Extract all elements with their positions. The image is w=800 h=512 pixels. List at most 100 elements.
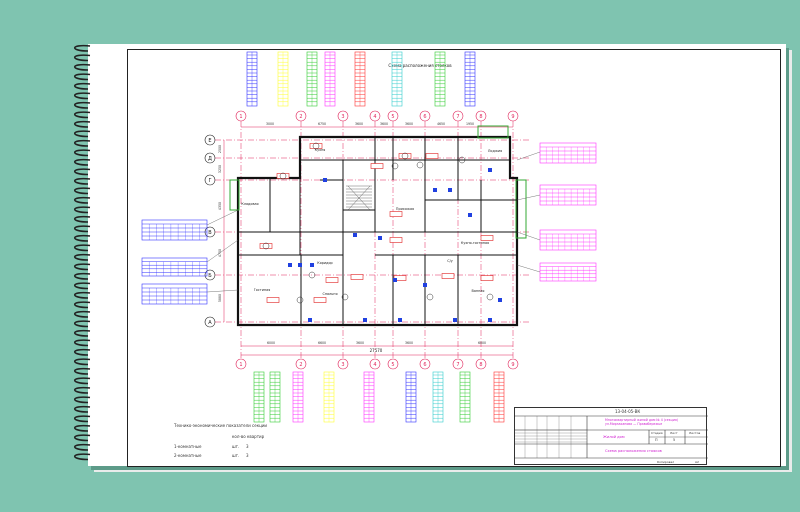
riser-pipe: [288, 263, 292, 267]
axis-label-bottom: 8: [479, 362, 482, 368]
axis-label-side: Д: [208, 156, 212, 162]
riser-pipe: [398, 318, 402, 322]
dimension-top: 3000: [266, 122, 274, 126]
notes-row2-label: 2-комнатные: [174, 453, 202, 458]
riser-schedule-bottom: [459, 371, 471, 423]
spiral-ring: [73, 453, 91, 461]
dimension-top: 1950: [466, 122, 474, 126]
axis-label-top: 7: [456, 114, 459, 120]
riser-schedule-bottom: [363, 371, 375, 423]
spiral-ring: [73, 329, 91, 337]
riser-tag: [266, 297, 280, 303]
tb-stage: П: [655, 438, 658, 442]
tb-drawing: Схема расположения стояков: [605, 449, 662, 453]
riser-pipe: [423, 283, 427, 287]
tb-code: 13-04-05-ВК: [615, 409, 641, 414]
plumbing-fixture: [426, 293, 434, 301]
axis-label-top: 8: [479, 114, 482, 120]
riser-table: [539, 142, 597, 164]
riser-schedule-top: [391, 51, 403, 107]
tb-size: А2: [695, 460, 699, 464]
riser-tag: [350, 274, 364, 280]
spiral-ring: [73, 415, 91, 423]
plumbing-fixture: [486, 293, 494, 301]
axis-bubble: [507, 358, 519, 370]
spiral-ring: [73, 196, 91, 204]
spiral-ring: [73, 367, 91, 375]
riser-schedule-top: [324, 51, 336, 107]
plumbing-fixture: [279, 172, 287, 180]
plumbing-fixture: [341, 293, 349, 301]
spiral-ring: [73, 177, 91, 185]
riser-schedule-top: [434, 51, 446, 107]
tb-sheets-h: Листов: [689, 431, 701, 435]
plan-title: Схема расположения стояков: [388, 63, 452, 68]
axis-bubble: [204, 269, 216, 281]
riser-pipe: [363, 318, 367, 322]
spiral-ring: [73, 253, 91, 261]
spiral-ring: [73, 63, 91, 71]
axis-bubble: [235, 110, 247, 122]
axis-label-bottom: 4: [373, 362, 376, 368]
plumbing-fixture: [391, 162, 399, 170]
room-label: Ванная: [472, 289, 485, 293]
axis-bubble: [295, 358, 307, 370]
plumbing-fixture: [262, 242, 270, 250]
room-label: Спальня: [322, 292, 337, 296]
axis-bubble: [452, 110, 464, 122]
spiral-ring: [73, 358, 91, 366]
riser-tag: [259, 243, 273, 249]
axis-bubble: [419, 110, 431, 122]
notes-col: кол-во квартир: [232, 434, 265, 439]
axis-bubble: [295, 110, 307, 122]
notes-title: Технико-экономические показатели секции: [174, 423, 268, 428]
dimension-top: 4650: [437, 122, 445, 126]
axis-label-bottom: 1: [239, 362, 242, 368]
axis-bubble: [387, 110, 399, 122]
dimension-top: 6750: [318, 122, 326, 126]
riser-pipe: [298, 263, 302, 267]
leader-line: [206, 209, 239, 226]
room-label: Гостиная: [254, 288, 271, 292]
riser-schedule-top: [246, 51, 258, 107]
riser-tag: [313, 297, 327, 303]
axis-bubble: [507, 110, 519, 122]
room-label: Лоджия: [488, 149, 502, 153]
riser-pipe: [498, 298, 502, 302]
axis-bubble: [204, 316, 216, 328]
dimension-bottom: 6000: [267, 341, 275, 345]
notes-row2-value: 3: [246, 453, 249, 458]
axis-label-bottom: 3: [341, 362, 344, 368]
axis-label-side: А: [208, 320, 212, 326]
riser-table: [539, 229, 597, 251]
riser-table: [141, 219, 208, 241]
spiral-ring: [73, 130, 91, 138]
plumbing-fixture: [308, 271, 316, 279]
riser-table: [141, 283, 208, 305]
room-label: Кухня-гостиная: [461, 241, 489, 245]
spiral-ring: [73, 149, 91, 157]
spiral-ring: [73, 225, 91, 233]
drawing-frame: [127, 49, 781, 467]
balcony: [515, 179, 527, 239]
leader-line: [516, 264, 541, 273]
spiral-binding: [73, 44, 91, 461]
spiral-ring: [73, 282, 91, 290]
plumbing-fixture: [312, 142, 320, 150]
plumbing-fixture: [401, 152, 409, 160]
axis-bubble: [337, 358, 349, 370]
axis-label-bottom: 5: [391, 362, 394, 368]
notes-row1-label: 1-комнатные: [174, 444, 202, 449]
dimension-side: 4350: [218, 202, 222, 210]
riser-pipe: [310, 263, 314, 267]
riser-tag: [398, 153, 412, 159]
dimension-side: 3250: [218, 165, 222, 173]
axis-label-bottom: 7: [456, 362, 459, 368]
notes-row1-unit: шт.: [232, 444, 240, 449]
riser-schedule-bottom: [253, 371, 265, 423]
spiral-ring: [73, 206, 91, 214]
axis-label-side: Б: [208, 273, 212, 279]
spiral-ring: [73, 424, 91, 432]
axis-bubble: [452, 358, 464, 370]
leader-line: [516, 231, 541, 241]
